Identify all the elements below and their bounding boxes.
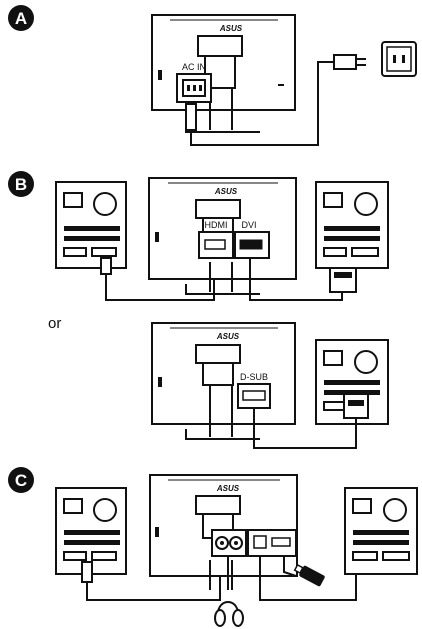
- step-badge-a: A: [8, 5, 34, 31]
- power-cable: [185, 54, 366, 146]
- or-label: or: [48, 315, 61, 332]
- usb-cable: [259, 556, 357, 601]
- computer-left: [55, 181, 127, 269]
- step-badge-b: B: [8, 171, 34, 197]
- computer-right: [315, 181, 389, 269]
- monitor-back: ASUS: [148, 177, 297, 295]
- monitor-back: ASUS: [151, 14, 296, 133]
- section-b: B ASUS HDMI: [8, 171, 389, 449]
- svg-text:DVI: DVI: [241, 220, 256, 230]
- svg-text:ASUS: ASUS: [216, 332, 240, 341]
- computer-right: [344, 487, 418, 575]
- audio-jack-ports: [211, 529, 247, 557]
- d-sub-port: D-SUB: [237, 372, 271, 409]
- svg-text:ASUS: ASUS: [219, 24, 243, 33]
- headphones: [214, 556, 244, 627]
- usb-drive: [283, 556, 325, 587]
- hdmi-port: HDMI: [198, 220, 234, 259]
- wall-outlet: [381, 41, 417, 77]
- monitor-back: ASUS: [149, 474, 298, 590]
- svg-text:HDMI: HDMI: [205, 220, 228, 230]
- section-a: A ASUS AC IN: [8, 5, 417, 146]
- audio-cable: [81, 556, 221, 601]
- svg-text:ASUS: ASUS: [214, 187, 238, 196]
- svg-text:ASUS: ASUS: [216, 484, 240, 493]
- svg-text:AC IN: AC IN: [182, 62, 206, 72]
- svg-text:D-SUB: D-SUB: [240, 372, 268, 382]
- ac-in-port: AC IN: [176, 62, 212, 103]
- vga-cable: [253, 393, 369, 449]
- usb-ports: [247, 529, 297, 557]
- dvi-cable-right: [249, 258, 357, 301]
- svg-text:B: B: [15, 175, 27, 194]
- svg-text:A: A: [15, 9, 27, 28]
- monitor-back: ASUS: [151, 322, 296, 440]
- dvi-port: DVI: [234, 220, 270, 259]
- section-c: C ASUS: [8, 467, 418, 627]
- step-badge-c: C: [8, 467, 34, 493]
- svg-text:C: C: [15, 471, 27, 490]
- dvi-cable-left: [100, 257, 215, 301]
